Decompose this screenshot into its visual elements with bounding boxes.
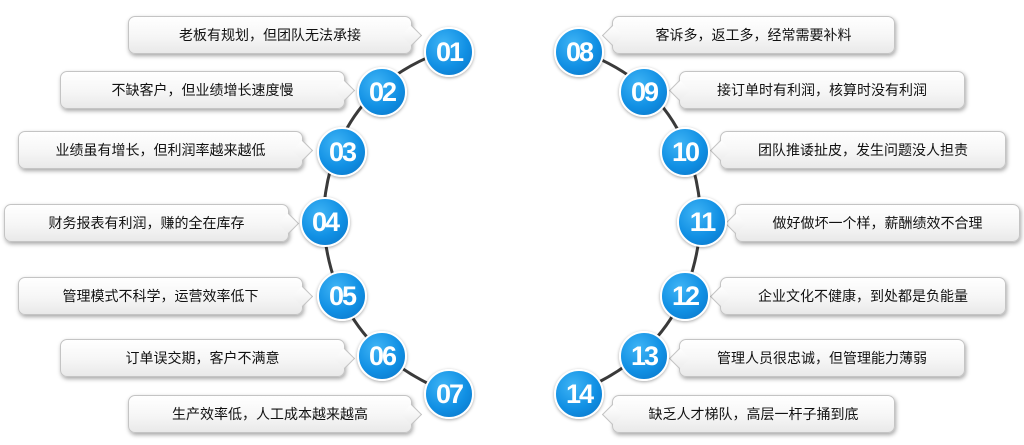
problem-callout-06: 订单误交期，客户不满意 (60, 339, 345, 377)
problem-callout-14: 缺乏人才梯队，高层一杆子捅到底 (612, 395, 895, 433)
problem-callout-10: 团队推诿扯皮，发生问题没人担责 (720, 131, 1006, 169)
number-badge-13: 13 (619, 331, 669, 381)
number-badge-04: 04 (300, 197, 350, 247)
problem-text-10: 团队推诿扯皮，发生问题没人担责 (758, 143, 968, 159)
problem-text-03: 业绩虽有增长，但利润率越来越低 (55, 143, 266, 159)
problem-callout-13: 管理人员很忠诚，但管理能力薄弱 (679, 339, 965, 377)
number-badge-11: 11 (677, 197, 727, 247)
number-badge-14: 14 (554, 369, 604, 419)
problem-text-12: 企业文化不健康，到处都是负能量 (758, 289, 968, 305)
problem-text-09: 接订单时有利润，核算时没有利润 (717, 83, 927, 99)
problem-text-01: 老板有规划，但团队无法承接 (179, 28, 361, 44)
problem-text-08: 客诉多，返工多，经常需要补料 (655, 28, 852, 44)
problem-text-13: 管理人员很忠诚，但管理能力薄弱 (717, 351, 927, 367)
problem-callout-09: 接订单时有利润，核算时没有利润 (679, 71, 965, 109)
problem-callout-03: 业绩虽有增长，但利润率越来越低 (18, 131, 303, 169)
problem-text-11: 做好做坏一个样，薪酬绩效不合理 (772, 216, 983, 232)
problem-callout-02: 不缺客户，但业绩增长速度慢 (60, 71, 345, 109)
problem-callout-08: 客诉多，返工多，经常需要补料 (612, 16, 895, 54)
number-badge-01: 01 (424, 27, 474, 77)
problem-callout-05: 管理模式不科学，运营效率低下 (18, 277, 303, 315)
problem-callout-11: 做好做坏一个样，薪酬绩效不合理 (735, 204, 1020, 242)
problem-text-05: 管理模式不科学，运营效率低下 (62, 289, 259, 305)
number-badge-06: 06 (357, 331, 407, 381)
number-badge-10: 10 (660, 127, 710, 177)
number-badge-08: 08 (554, 27, 604, 77)
problem-text-06: 订单误交期，客户不满意 (125, 351, 280, 367)
number-badge-02: 02 (357, 67, 407, 117)
problem-callout-07: 生产效率低，人工成本越来越高 (128, 395, 412, 433)
number-badge-09: 09 (619, 67, 669, 117)
number-badge-05: 05 (317, 271, 367, 321)
problem-text-04: 财务报表有利润，赚的全在库存 (48, 216, 245, 232)
number-badge-03: 03 (317, 127, 367, 177)
problem-text-02: 不缺客户，但业绩增长速度慢 (111, 83, 294, 99)
problem-callout-12: 企业文化不健康，到处都是负能量 (720, 277, 1006, 315)
problem-callout-04: 财务报表有利润，赚的全在库存 (4, 204, 289, 242)
number-badge-07: 07 (424, 369, 474, 419)
problem-text-14: 缺乏人才梯队，高层一杆子捅到底 (648, 407, 859, 423)
number-badge-12: 12 (660, 271, 710, 321)
problem-text-07: 生产效率低，人工成本越来越高 (172, 407, 368, 423)
problem-callout-01: 老板有规划，但团队无法承接 (128, 16, 412, 54)
